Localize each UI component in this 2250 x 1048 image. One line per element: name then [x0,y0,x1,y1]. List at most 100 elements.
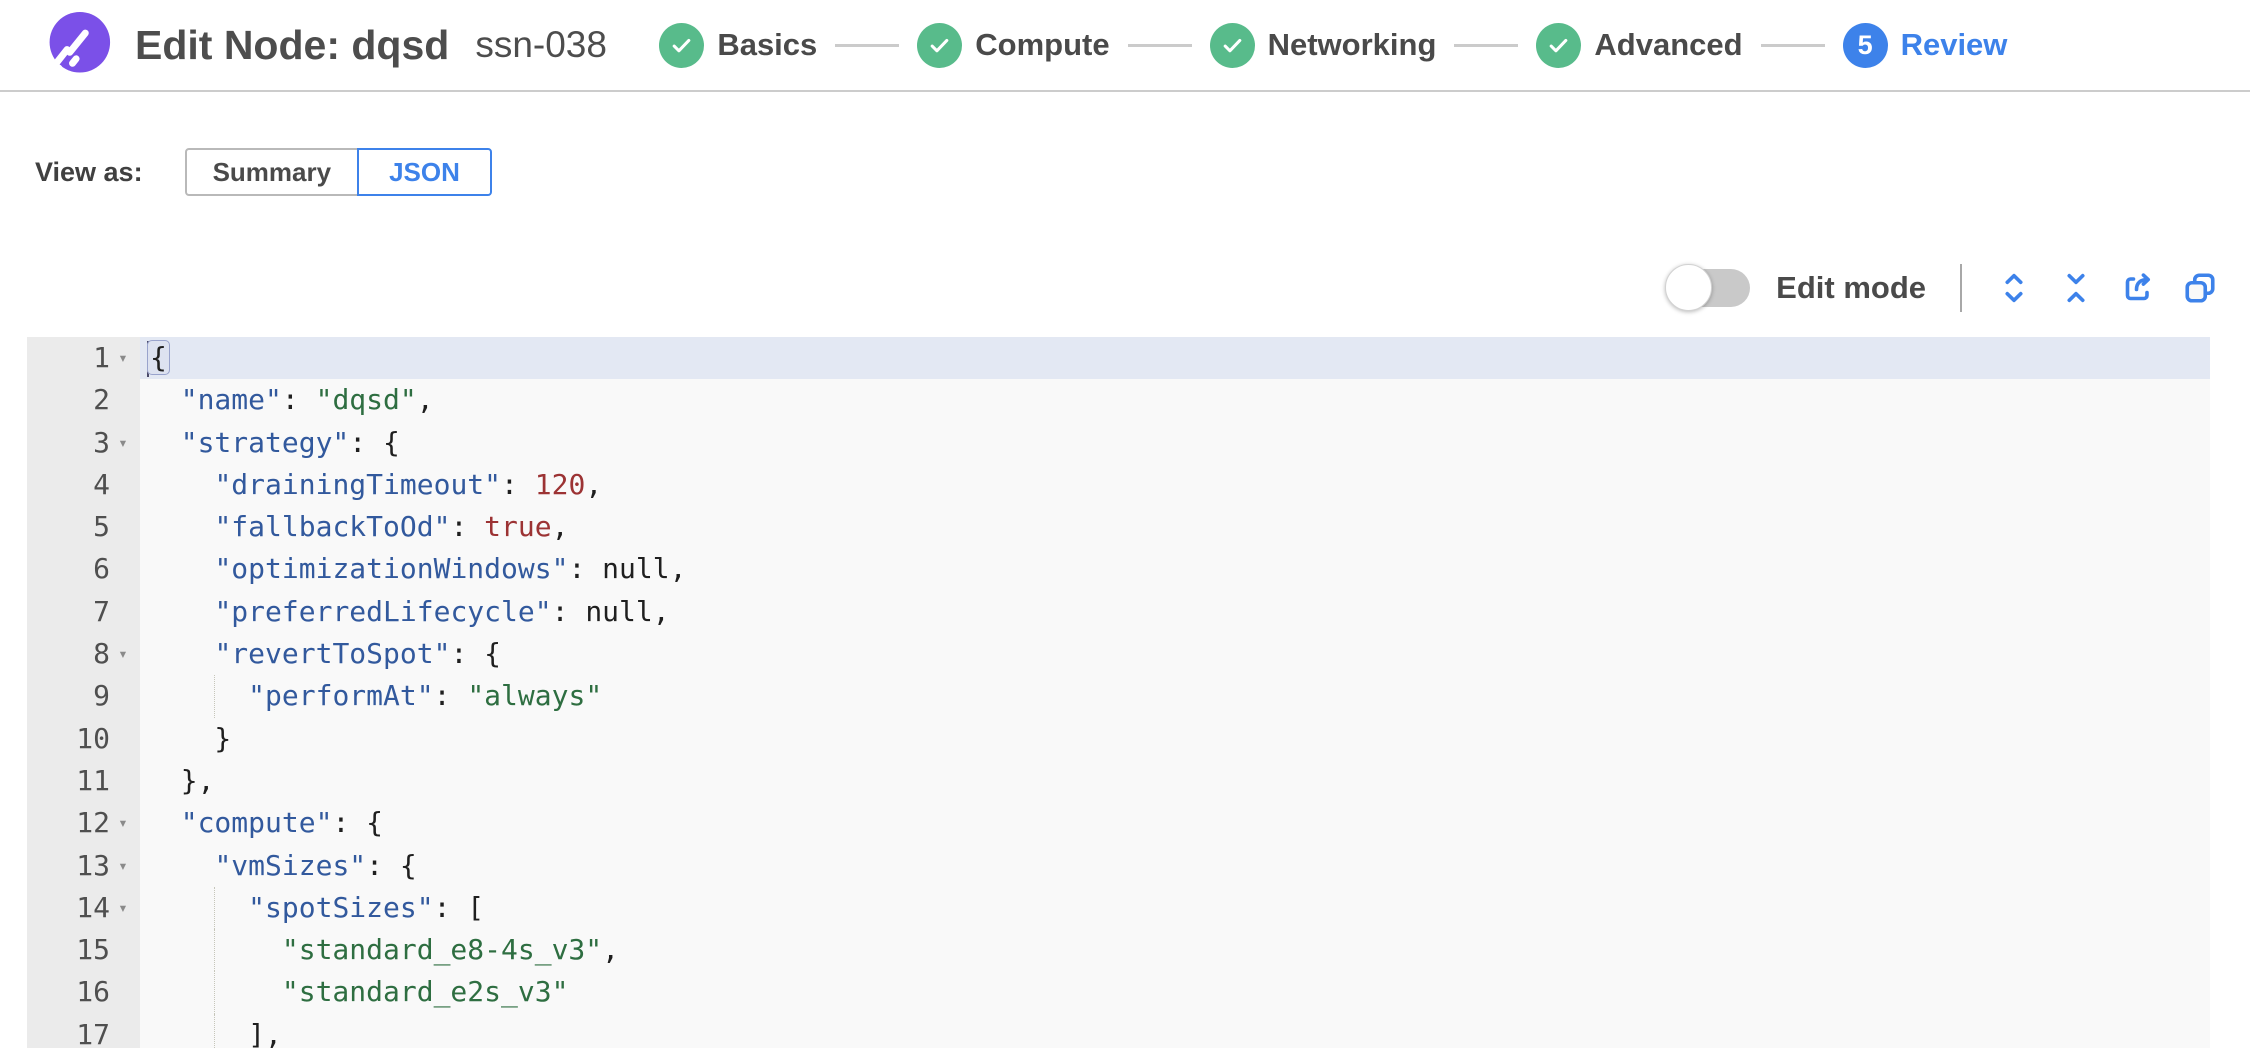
line-number: 1 [93,341,110,374]
editor-line[interactable]: 5 "fallbackToOd": true, [27,506,2210,549]
code-line[interactable]: "vmSizes": { [140,845,2210,887]
step-label: Networking [1267,27,1437,62]
step-compute[interactable]: Compute [917,22,1110,68]
code-line[interactable]: "drainingTimeout": 120, [140,464,2210,506]
code-token: true [484,510,552,544]
node-id-subtitle: ssn-038 [475,24,607,65]
step-label: Advanced [1594,27,1743,62]
editor-line[interactable]: 11 }, [27,759,2210,803]
code-line[interactable]: "fallbackToOd": true, [140,506,2210,548]
code-token: : [433,679,468,713]
line-number: 2 [93,383,110,417]
code-token: "preferredLifecycle" [214,594,552,628]
editor-line[interactable]: 7 "preferredLifecycle": null, [27,590,2210,634]
line-number: 4 [93,467,110,501]
fold-arrow-icon[interactable]: ▾ [118,432,128,452]
code-line[interactable]: } [140,718,2210,760]
line-gutter: 13 ▾ [27,844,140,887]
line-number: 14 [76,890,110,924]
editor-line[interactable]: 4 "drainingTimeout": 120, [27,463,2210,507]
line-gutter: 5 [27,506,140,549]
line-gutter: 14 ▾ [27,886,140,930]
editor-line[interactable]: 3▾ "strategy": { [27,421,2210,464]
editor-line[interactable]: 9 "performAt": "always" [27,675,2210,718]
code-token [147,468,214,501]
line-gutter: 12 ▾ [27,802,140,845]
code-token [147,383,181,416]
code-token: : [ [433,890,485,924]
line-number: 15 [76,933,110,967]
code-line[interactable]: "spotSizes": [ [140,886,2210,930]
view-as-json-button[interactable]: JSON [357,148,492,196]
code-token: "optimizationWindows" [214,552,569,586]
code-token: ], [147,1017,282,1048]
line-number: 7 [93,594,110,628]
expand-icon[interactable] [1992,266,2036,310]
code-line[interactable]: ], [140,1013,2210,1048]
editor-line[interactable]: 10 } [27,717,2210,760]
code-token: : { [450,637,502,671]
line-number: 13 [76,848,110,882]
editor-line[interactable]: 16 "standard_e2s_v3" [27,971,2210,1014]
code-line[interactable]: "revertToSpot": { [140,633,2210,675]
line-number: 16 [76,975,110,1009]
fold-arrow-icon[interactable]: ▾ [118,813,128,833]
check-icon [917,22,963,68]
export-icon[interactable] [2116,266,2160,310]
code-line[interactable]: "standard_e8-4s_v3", [140,929,2210,972]
brand-logo-icon [49,12,111,77]
line-gutter: 8▾ [27,633,140,676]
step-advanced[interactable]: Advanced [1536,22,1743,68]
editor-line[interactable]: 8▾ "revertToSpot": { [27,633,2210,676]
editor-line[interactable]: 12 ▾ "compute": { [27,802,2210,845]
toggle-knob [1665,264,1713,311]
line-number: 12 [76,806,110,840]
code-line[interactable]: "optimizationWindows": null, [140,548,2210,590]
code-token: 120 [534,467,586,501]
code-line[interactable]: "standard_e2s_v3" [140,971,2210,1014]
code-line[interactable]: "name": "dqsd", [140,379,2210,421]
page-title: Edit Node: dqsd [135,21,450,68]
fold-arrow-icon[interactable]: ▾ [118,644,128,664]
code-line[interactable]: "compute": { [140,802,2210,844]
code-line[interactable]: { [140,337,2210,380]
json-editor[interactable]: 1 ▾ {2 "name": "dqsd",3▾ "strategy": {4 "d… [27,337,2210,1048]
code-token: "compute" [180,806,333,840]
code-line[interactable]: }, [140,760,2210,802]
step-connector [1454,43,1519,47]
header: Edit Node: dqsd ssn-038 Basics Compute Net… [0,0,2250,92]
copy-icon[interactable] [2178,266,2222,310]
code-token: : { [366,848,417,882]
editor-line[interactable]: 15 "standard_e8-4s_v3", [27,929,2210,972]
code-token: "always" [467,679,603,713]
editor-line[interactable]: 14 ▾ "spotSizes": [ [27,886,2210,930]
code-line[interactable]: "preferredLifecycle": null, [140,591,2210,633]
code-token [147,806,181,839]
fold-arrow-icon[interactable]: ▾ [118,855,128,875]
code-token [147,679,248,712]
view-as-summary-button[interactable]: Summary [184,148,360,196]
code-token: "dqsd" [315,383,417,417]
code-line[interactable]: "performAt": "always" [140,675,2210,718]
check-icon [1536,22,1582,68]
code-token: : [281,383,316,417]
editor-line[interactable]: 1 ▾ { [27,337,2210,380]
editor-line[interactable]: 2 "name": "dqsd", [27,379,2210,422]
editor-line[interactable]: 6 "optimizationWindows": null, [27,548,2210,591]
code-token: }, [147,763,215,797]
editor-line[interactable]: 13 ▾ "vmSizes": { [27,844,2210,887]
fold-arrow-icon[interactable]: ▾ [118,348,128,367]
step-networking[interactable]: Networking [1209,22,1437,68]
edit-mode-toggle[interactable] [1665,264,1751,311]
fold-arrow-icon[interactable]: ▾ [118,897,128,917]
toolbar-divider [1960,264,1962,312]
collapse-icon[interactable] [2054,266,2098,310]
step-basics[interactable]: Basics [659,22,817,68]
editor-line[interactable]: 17 ], [27,1013,2210,1048]
code-token: : { [349,425,400,459]
code-token: "performAt" [248,679,434,713]
step-connector [835,43,900,47]
code-line[interactable]: "strategy": { [140,422,2210,464]
